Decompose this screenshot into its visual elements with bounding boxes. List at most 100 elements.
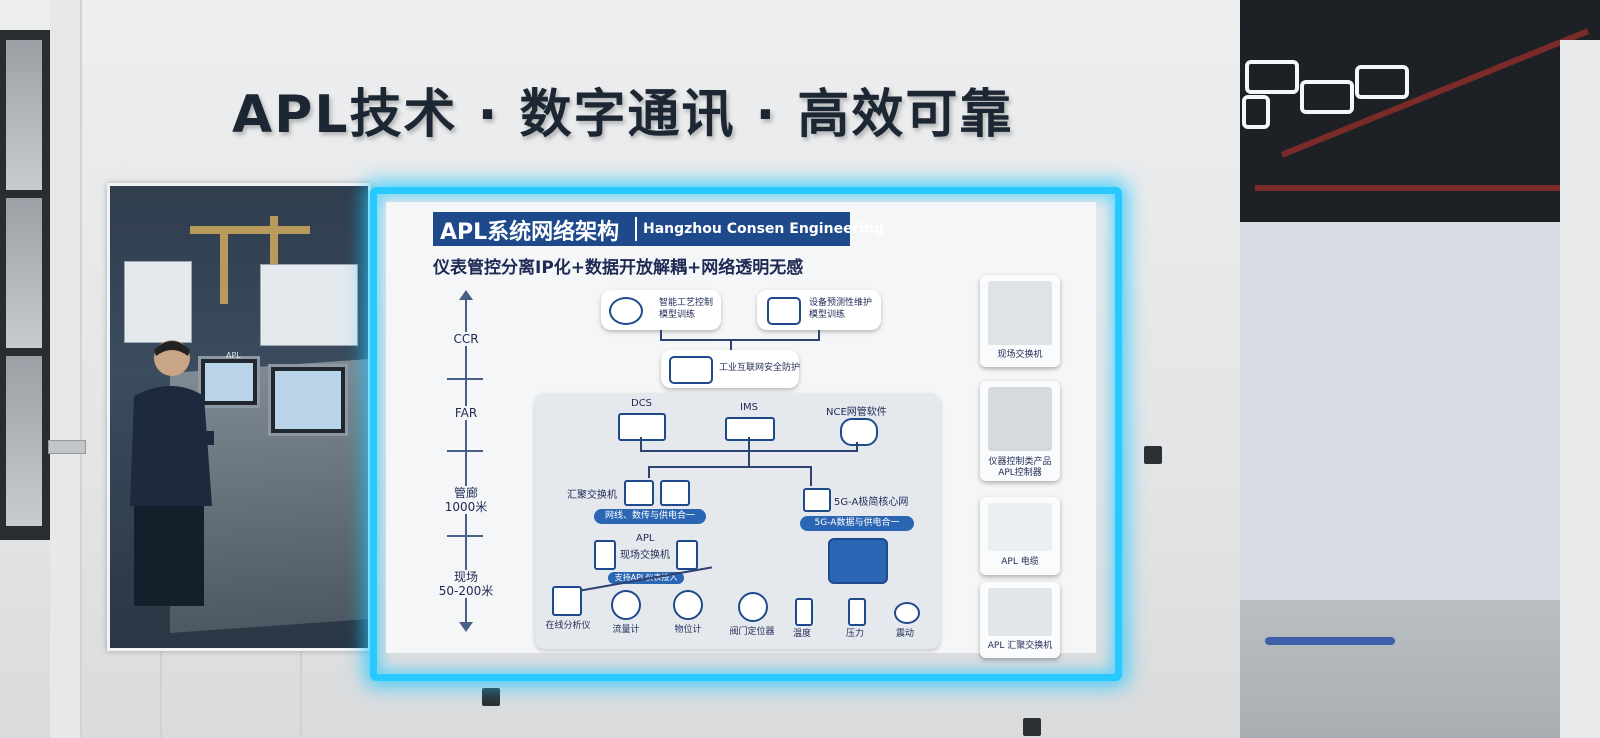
ims-bridge-icon bbox=[725, 417, 775, 441]
level-field: 现场 bbox=[426, 570, 506, 584]
card-line1: 设备预测性维护 bbox=[809, 298, 873, 308]
field-switch-icon bbox=[594, 540, 616, 570]
monitor-gear-icon bbox=[767, 297, 801, 325]
5g-data-power-pill: 5G-A数据与供电合一 bbox=[800, 516, 914, 531]
axis-tick bbox=[447, 535, 483, 537]
pressure-sensor-icon bbox=[848, 598, 866, 626]
connector bbox=[660, 330, 662, 340]
wall-panel-seam bbox=[300, 650, 302, 738]
product-apl-controller: 仪器控制类产品 APL控制器 bbox=[980, 381, 1060, 481]
product-apl-cable: APL 电缆 bbox=[980, 497, 1060, 575]
wall-outlet bbox=[482, 688, 500, 706]
analyzer-icon bbox=[552, 586, 582, 616]
board-header: APL系统网络架构 Hangzhou Consen Engineering bbox=[433, 212, 884, 246]
screen-tag: APL bbox=[226, 351, 241, 360]
bus-line bbox=[856, 442, 858, 452]
card-line2: 模型训练 bbox=[659, 310, 696, 320]
dcs-label: DCS bbox=[631, 398, 653, 409]
monitor bbox=[198, 356, 260, 408]
cloud-icon bbox=[840, 418, 878, 446]
bus-line bbox=[648, 466, 812, 468]
device-label-analyzer: 在线分析仪 bbox=[545, 621, 591, 631]
header-divider bbox=[635, 217, 637, 241]
card-line1: 智能工艺控制 bbox=[659, 298, 714, 308]
level-far: FAR bbox=[426, 406, 506, 420]
5g-core-label: 5G-A极简核心网 bbox=[834, 497, 909, 508]
device-label-valve: 阀门定位器 bbox=[729, 627, 775, 637]
connector bbox=[730, 339, 732, 351]
predictive-maintenance-card: 设备预测性维护 模型训练 bbox=[757, 290, 881, 330]
hex-light bbox=[1355, 65, 1409, 99]
board-subtitle: 仪表管控分离IP化+数据开放解耦+网络透明无感 bbox=[433, 258, 804, 278]
wall-sensor bbox=[48, 440, 86, 454]
ceiling-pipe bbox=[1255, 185, 1575, 191]
flowmeter-icon bbox=[611, 590, 641, 620]
product-apl-aggregation-switch: APL 汇聚交换机 bbox=[980, 582, 1060, 658]
5g-core-icon bbox=[803, 488, 831, 512]
floor bbox=[1240, 600, 1600, 738]
cable-power-pill: 网线、数传与供电合一 bbox=[594, 509, 706, 524]
hex-light bbox=[1242, 95, 1270, 129]
level-ccr: CCR bbox=[426, 332, 506, 346]
switch-stack-icon bbox=[660, 480, 690, 506]
ceiling bbox=[1240, 0, 1600, 230]
hex-light bbox=[1300, 80, 1354, 114]
industrial-security-card: 工业互联网安全防护 bbox=[661, 350, 801, 388]
product-label: APL 汇聚交换机 bbox=[987, 641, 1053, 651]
field-switch-label: 现场交换机 bbox=[620, 550, 670, 561]
board-title: APL系统网络架构 bbox=[440, 220, 620, 245]
device-label-temperature: 温度 bbox=[792, 629, 811, 639]
hex-light bbox=[1245, 60, 1299, 94]
wall-edge bbox=[50, 0, 82, 738]
distance-axis bbox=[465, 296, 467, 622]
device-label-pressure: 压力 bbox=[845, 629, 864, 639]
board-light-frame bbox=[370, 187, 1122, 681]
nce-label: NCE网管软件 bbox=[826, 407, 887, 418]
schematic-panel bbox=[260, 264, 358, 346]
field-switch-apl: APL bbox=[636, 533, 655, 544]
schematic-panel bbox=[124, 261, 192, 343]
device-label-level: 物位计 bbox=[674, 625, 702, 635]
connector bbox=[660, 339, 820, 341]
ims-label: IMS bbox=[740, 402, 758, 413]
product-field-switch: 现场交换机 bbox=[980, 275, 1060, 367]
dcs-server-icon bbox=[618, 413, 666, 441]
wall-panel-seam bbox=[160, 650, 162, 738]
vibration-sensor-icon bbox=[894, 602, 920, 624]
aggregation-switch-photo bbox=[988, 588, 1052, 636]
hall-wall bbox=[1240, 222, 1580, 602]
brain-chip-icon bbox=[609, 297, 643, 325]
axis-arrow-up bbox=[459, 290, 473, 300]
device-label-flowmeter: 流量计 bbox=[612, 625, 640, 635]
bus-line bbox=[810, 466, 812, 486]
level-field-distance: 50-200米 bbox=[426, 584, 506, 598]
field-switch-photo bbox=[988, 281, 1052, 345]
axis-tick bbox=[447, 378, 483, 380]
valve-positioner-icon bbox=[738, 592, 768, 622]
product-label: 仪器控制类产品 APL控制器 bbox=[988, 457, 1052, 478]
5g-cpe-icon bbox=[828, 538, 888, 584]
controller-photo bbox=[988, 387, 1052, 451]
pillar bbox=[1560, 40, 1600, 738]
temperature-sensor-icon bbox=[795, 598, 813, 626]
level-pipe-rack: 管廊 bbox=[426, 486, 506, 500]
connector bbox=[818, 330, 820, 340]
floor-arrow-marking bbox=[1265, 637, 1395, 645]
security-label: 工业互联网安全防护 bbox=[719, 363, 801, 373]
ai-process-control-card: 智能工艺控制 模型训练 bbox=[601, 290, 721, 330]
wall-headline: APL技术 · 数字通讯 · 高效可靠 bbox=[232, 85, 1014, 145]
product-label: 现场交换机 bbox=[997, 350, 1043, 360]
product-label: APL 电缆 bbox=[1001, 557, 1039, 567]
field-switch-icon bbox=[676, 540, 698, 570]
aggregation-switch-label: 汇聚交换机 bbox=[567, 490, 617, 501]
firewall-icon bbox=[669, 356, 713, 384]
cable-photo bbox=[988, 503, 1052, 551]
window-frame bbox=[0, 30, 50, 540]
level-meter-icon bbox=[673, 590, 703, 620]
operator-figure bbox=[130, 340, 214, 606]
company-name: Hangzhou Consen Engineering bbox=[643, 221, 885, 237]
bus-line bbox=[640, 437, 642, 451]
bus-line bbox=[748, 437, 750, 467]
device-label-vibration: 震动 bbox=[895, 629, 914, 639]
wall-outlet bbox=[1023, 718, 1041, 736]
